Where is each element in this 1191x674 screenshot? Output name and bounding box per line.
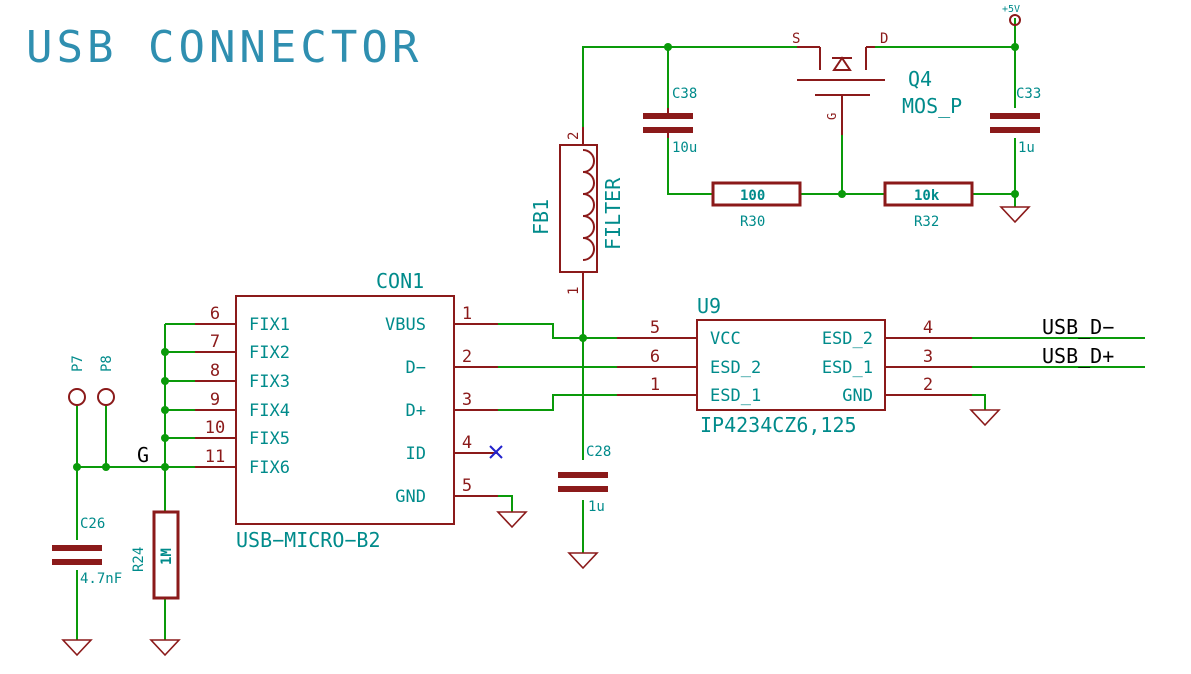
r32-ref: R32 bbox=[914, 214, 939, 230]
c28-value: 1u bbox=[588, 499, 605, 515]
con1-pin-name: D+ bbox=[406, 401, 426, 421]
u9-pin-name: ESD_2 bbox=[710, 358, 761, 378]
c38-value: 10u bbox=[672, 140, 697, 156]
con1-pin-number: 6 bbox=[210, 304, 220, 324]
u9-pin-name: GND bbox=[842, 386, 873, 406]
q4-ref: Q4 bbox=[908, 67, 932, 91]
c33-capacitor[interactable]: C33 1u bbox=[990, 86, 1041, 156]
q4-pin-g: G bbox=[825, 113, 839, 120]
con1-pin-number: 4 bbox=[462, 433, 472, 453]
r24-value: 1M bbox=[159, 548, 175, 565]
u9-pin-name: ESD_1 bbox=[710, 386, 761, 406]
con1-pin-name: FIX2 bbox=[249, 343, 290, 363]
gnd-icon bbox=[999, 206, 1031, 224]
u9-pin-number: 2 bbox=[923, 375, 933, 395]
junctions bbox=[73, 43, 1019, 471]
r30-value: 100 bbox=[740, 188, 765, 204]
con1-pin-name: FIX6 bbox=[249, 458, 290, 478]
con1-pin-name: FIX5 bbox=[249, 429, 290, 449]
con1-pin-name: FIX4 bbox=[249, 401, 290, 421]
r24-resistor[interactable]: 1M R24 bbox=[131, 510, 180, 600]
usb-dp-net-label: USB_D+ bbox=[1042, 344, 1114, 368]
sheet-title: USB CONNECTOR bbox=[26, 22, 422, 73]
c26-value: 4.7nF bbox=[80, 571, 122, 587]
con1-ref: CON1 bbox=[376, 269, 424, 293]
p7-ref: P7 bbox=[70, 355, 86, 372]
fb1-ref: FB1 bbox=[529, 199, 553, 235]
con1-pin-number: 8 bbox=[210, 361, 220, 381]
gnd-icon bbox=[496, 511, 528, 529]
q4-pin-d: D bbox=[880, 31, 888, 47]
r32-value: 10k bbox=[914, 188, 940, 204]
r32-resistor[interactable]: 10k R32 bbox=[883, 181, 974, 230]
con1-pin-name: GND bbox=[395, 487, 426, 507]
c28-ref: C28 bbox=[586, 444, 611, 460]
q4-pin-s: S bbox=[792, 31, 800, 47]
u9-value: IP4234CZ6,125 bbox=[700, 413, 857, 437]
con1-pin-number: 10 bbox=[205, 418, 225, 438]
gnd-icon bbox=[61, 639, 93, 657]
con1-pin-name: ID bbox=[406, 444, 426, 464]
con1-pin-number: 11 bbox=[205, 447, 225, 467]
c33-value: 1u bbox=[1018, 140, 1035, 156]
c38-ref: C38 bbox=[672, 86, 697, 102]
p8-ref: P8 bbox=[99, 355, 115, 372]
q4-mosfet[interactable]: S D G Q4 MOS_P bbox=[792, 31, 962, 135]
con1-pin-name: VBUS bbox=[385, 315, 426, 335]
vcc-5v-flag[interactable]: +5V bbox=[1002, 4, 1021, 26]
p7-testpoint[interactable]: P7 bbox=[68, 355, 86, 406]
u9-pin-number: 4 bbox=[923, 318, 933, 338]
wires bbox=[76, 18, 1145, 640]
con1-pin-name: D− bbox=[406, 358, 426, 378]
u9-pin-name: ESD_2 bbox=[822, 329, 873, 349]
r24-ref: R24 bbox=[131, 547, 147, 572]
vcc-5v-label: +5V bbox=[1002, 4, 1020, 15]
c33-ref: C33 bbox=[1016, 86, 1041, 102]
u9-pin-name: ESD_1 bbox=[822, 358, 873, 378]
con1-pin-number: 5 bbox=[462, 476, 472, 496]
gnd-icon bbox=[567, 552, 599, 570]
r30-resistor[interactable]: 100 R30 bbox=[711, 181, 802, 230]
p8-testpoint[interactable]: P8 bbox=[97, 355, 115, 406]
con1-pin-number: 1 bbox=[462, 304, 472, 324]
c26-capacitor[interactable]: C26 4.7nF bbox=[52, 516, 122, 587]
con1-pin-number: 9 bbox=[210, 390, 220, 410]
gnd-icon bbox=[149, 639, 181, 657]
u9-ref: U9 bbox=[697, 294, 721, 318]
con1-pin-number: 7 bbox=[210, 332, 220, 352]
c28-capacitor[interactable]: C28 1u bbox=[558, 444, 611, 515]
g-net-label: G bbox=[137, 443, 149, 467]
u9-pin-name: VCC bbox=[710, 329, 741, 349]
u9-pin-number: 5 bbox=[650, 318, 660, 338]
u9-pin-number: 3 bbox=[923, 347, 933, 367]
ground-symbols bbox=[61, 206, 1031, 657]
gnd-icon bbox=[969, 409, 1001, 427]
con1-pin-name: FIX3 bbox=[249, 372, 290, 392]
r30-ref: R30 bbox=[740, 214, 765, 230]
u9-pin-number: 6 bbox=[650, 347, 660, 367]
q4-value: MOS_P bbox=[902, 94, 962, 118]
c38-capacitor[interactable]: C38 10u bbox=[643, 86, 697, 156]
fb1-filter[interactable]: 2 1 FB1 FILTER bbox=[529, 127, 625, 300]
con1-pin-name: FIX1 bbox=[249, 315, 290, 335]
con1-pin-number: 3 bbox=[462, 390, 472, 410]
con1-value: USB−MICRO−B2 bbox=[236, 528, 381, 552]
fb1-pin-top: 2 bbox=[566, 132, 582, 140]
u9-pin-number: 1 bbox=[650, 375, 660, 395]
c26-ref: C26 bbox=[80, 516, 105, 532]
fb1-pin-bottom: 1 bbox=[566, 287, 582, 295]
con1-pin-number: 2 bbox=[462, 347, 472, 367]
usb-dm-net-label: USB_D− bbox=[1042, 315, 1114, 339]
fb1-value: FILTER bbox=[601, 177, 625, 250]
